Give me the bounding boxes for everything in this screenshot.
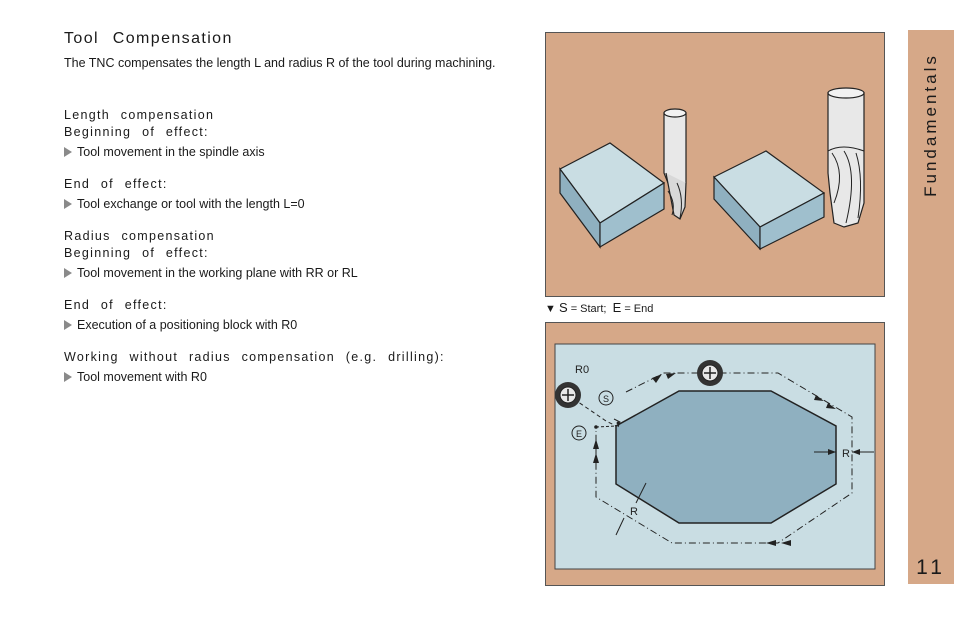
length-end-label: End of effect: (64, 177, 168, 191)
length-end-item: Tool exchange or tool with the length L=… (64, 196, 305, 213)
figure-caption: ▼ S = Start; E = End (545, 300, 654, 315)
svg-text:E: E (576, 429, 582, 439)
page-number: 11 (916, 556, 946, 579)
radius-end-item: Execution of a positioning block with R0 (64, 317, 297, 334)
radius-heading: Radius compensation (64, 229, 215, 243)
radius-compensation-figure: R R R0 S E (545, 322, 885, 586)
r0-label: R0 (575, 364, 589, 376)
radius-label-diagonal: R (630, 506, 638, 518)
length-compensation-figure (545, 32, 885, 297)
cutter-start-icon (555, 382, 581, 408)
length-begin-item: Tool movement in the spindle axis (64, 144, 265, 161)
length-heading: Length compensation (64, 108, 215, 122)
length-begin-label: Beginning of effect: (64, 125, 209, 139)
page-title: Tool Compensation (64, 30, 233, 47)
bullet-triangle-icon (64, 372, 72, 382)
start-marker-icon: S (598, 390, 614, 406)
chapter-sidebar: Fundamentals 11 (908, 30, 954, 584)
tool-path-diagram: R R R0 S E (554, 343, 876, 570)
bullet-triangle-icon (64, 147, 72, 157)
chapter-title: Fundamentals (921, 53, 940, 197)
radius-end-label: End of effect: (64, 298, 168, 312)
bullet-triangle-icon (64, 320, 72, 330)
end-marker-icon: E (571, 425, 587, 441)
radius-label-right: R (842, 448, 850, 460)
svg-text:S: S (603, 394, 609, 404)
cutter-path-icon (697, 360, 723, 386)
caption-marker-icon: ▼ (545, 303, 556, 315)
bullet-triangle-icon (64, 268, 72, 278)
working-item: Tool movement with R0 (64, 369, 207, 386)
intro-text: The TNC compensates the length L and rad… (64, 56, 496, 70)
radius-begin-label: Beginning of effect: (64, 246, 209, 260)
working-heading: Working without radius compensation (e.g… (64, 350, 445, 364)
workpiece-tool-illustration (559, 87, 865, 251)
radius-begin-item: Tool movement in the working plane with … (64, 265, 358, 282)
bullet-triangle-icon (64, 199, 72, 209)
